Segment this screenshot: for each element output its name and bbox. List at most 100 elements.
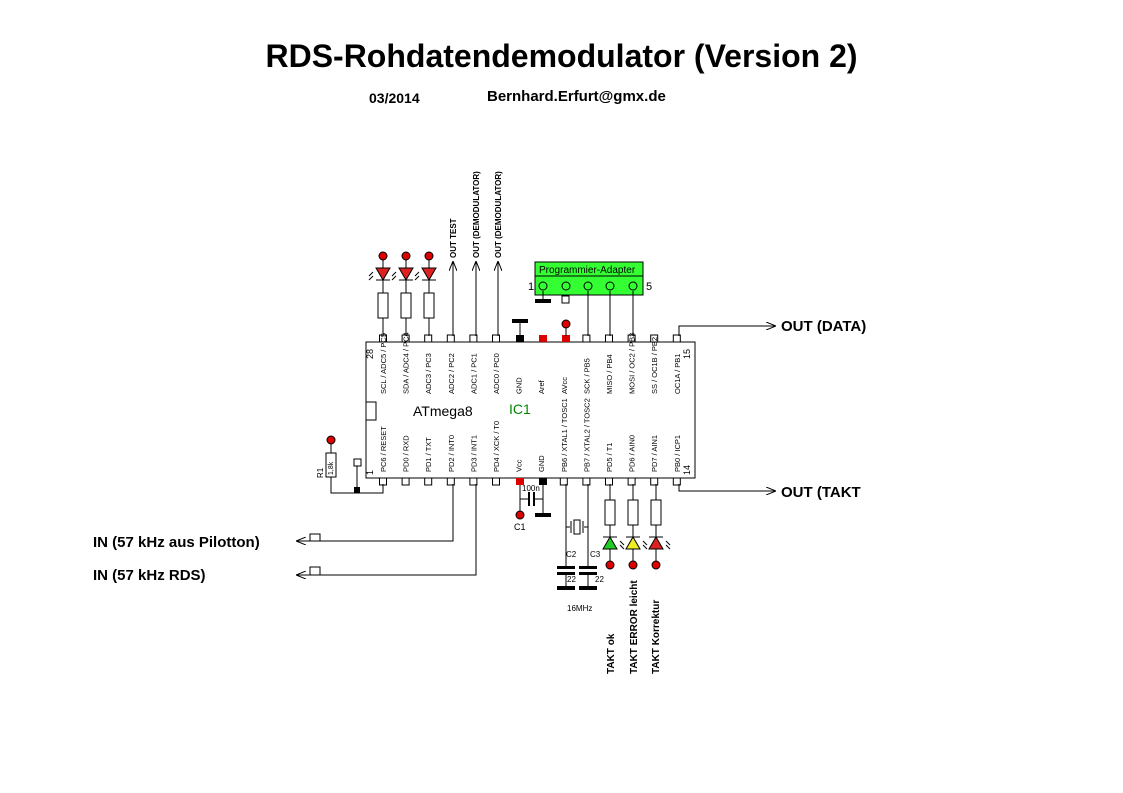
programmer-pins: [538, 281, 638, 291]
top-pin-label: MISO / PB4: [605, 354, 614, 394]
programmer-pin-circle: [605, 281, 615, 291]
led-ray: [391, 271, 397, 277]
reset-junction: [354, 487, 360, 493]
bottom-pin-square: [672, 477, 681, 486]
led-resistor: [423, 292, 435, 319]
bottom-pin-label: PD3 / INT1: [469, 435, 478, 472]
ic-notch: [365, 401, 377, 421]
programmer-pin-5: 5: [646, 281, 652, 293]
led-power-dot: [651, 560, 661, 570]
led-ray: [619, 544, 625, 550]
bottom-pin-square: [582, 477, 591, 486]
signal-out-demod-2: OUT (DEMODULATOR): [494, 171, 503, 258]
c2-label: C2: [566, 550, 577, 559]
c2-gnd-symbol: [557, 586, 575, 590]
top-pin-label: GND: [515, 377, 524, 394]
page-title: RDS-Rohdatendemodulator (Version 2): [265, 38, 858, 74]
top-pin-label: MOSI / OC2 / PB3: [628, 333, 637, 394]
led-label-takt-korrektur: TAKT Korrektur: [651, 600, 662, 674]
led-ray: [665, 540, 671, 546]
prog-vcc-square: [561, 295, 570, 304]
c3-label: C3: [590, 550, 601, 559]
led-power-dot: [424, 251, 434, 261]
led-power-dot: [378, 251, 388, 261]
r1-value: 1,8k: [328, 461, 335, 475]
bottom-pin-square: [559, 477, 568, 486]
bottom-pin-square: [401, 477, 410, 486]
in-rds-wire: [297, 484, 477, 575]
top-pin-label: SCK / PB5: [582, 358, 591, 394]
aref-pin-marker: [539, 335, 547, 342]
bottom-pin-label: Vcc: [515, 459, 524, 472]
led-label-takt-error: TAKT ERROR leicht: [629, 580, 640, 674]
chip-name: ATmega8: [413, 403, 473, 419]
led-power-dot: [605, 560, 615, 570]
c1-label: C1: [514, 522, 526, 532]
led-symbol: [625, 536, 641, 550]
vcc-power-dot: [515, 510, 525, 520]
led-ray: [665, 544, 671, 550]
c3-value: 22: [595, 575, 604, 584]
bottom-pin-label: PD4 / XCK / T0: [492, 421, 501, 472]
led-ray: [414, 275, 420, 281]
gnd-top-symbol: [512, 319, 528, 323]
led-resistor: [377, 292, 389, 319]
bottom-pin-square: [469, 477, 478, 486]
c3-gnd-symbol: [579, 586, 597, 590]
top-pin-square: [492, 334, 500, 343]
pin-number-15: 15: [682, 349, 692, 359]
xtal1-wire: [565, 484, 570, 528]
pin-number-28: 28: [365, 349, 375, 359]
xtal2-wire: [584, 484, 589, 528]
led-ray: [642, 540, 648, 546]
bottom-pin-label: PB0 / ICP1: [673, 435, 682, 472]
c3-plate-bottom: [579, 572, 597, 575]
gnd-bottom-pin-marker: [539, 478, 547, 485]
led-symbol: [421, 267, 437, 281]
top-pin-label: ADC0 / PC0: [492, 353, 501, 394]
bottom-pin-square: [446, 477, 455, 486]
c3-plate-top: [579, 566, 597, 569]
out-data-arrow: [678, 326, 775, 336]
bottom-pin-label: PD6 / AIN0: [628, 435, 637, 472]
pilot-pulse-icon: [304, 533, 326, 542]
led-power-dot: [628, 560, 638, 570]
programmer-pin-1: 1: [528, 281, 534, 293]
c2-plate-bottom: [557, 572, 575, 575]
led-resistor: [650, 499, 662, 526]
crystal-body: [573, 519, 581, 535]
led-ray: [642, 544, 648, 550]
status-leds-top: [368, 251, 437, 336]
bottom-pin-square: [492, 477, 500, 486]
programmer-pin-circle: [538, 281, 548, 291]
bottom-pin-label: PB6 / XTAL1 / TOSC1: [560, 398, 569, 472]
c2-value: 22: [567, 575, 576, 584]
top-pin-label: AVcc: [560, 377, 569, 394]
programmer-pin-circle: [561, 281, 571, 291]
bottom-pin-square: [650, 477, 659, 486]
top-pin-square: [424, 334, 433, 343]
led-label-takt-ok: TAKT ok: [606, 633, 617, 674]
avcc-pin-marker: [562, 335, 570, 342]
top-pin-label: SS / OC1B / PB2: [650, 337, 659, 394]
bottom-pin-label: PB7 / XTAL2 / TOSC2: [582, 398, 591, 472]
led-ray: [414, 271, 420, 277]
reset-power-dot: [326, 435, 336, 445]
status-leds-bottom: [602, 484, 671, 570]
top-pin-square: [582, 334, 591, 343]
vcc-pin-marker: [516, 478, 524, 485]
top-pin-label: SDA / ADC4 / PC4: [402, 332, 411, 394]
rds-pulse-icon: [304, 566, 326, 576]
bottom-pin-label: PD5 / T1: [605, 443, 614, 472]
top-pin-label: ADC1 / PC1: [469, 353, 478, 394]
bottom-pin-label: PD1 / TXT: [424, 437, 433, 472]
programmer-label: Programmier-Adapter: [539, 265, 636, 276]
bottom-pin-square: [605, 477, 613, 486]
led-power-dot: [401, 251, 411, 261]
led-ray: [619, 540, 625, 546]
bottom-pin-square: [627, 477, 636, 486]
top-pin-square: [672, 334, 681, 343]
out-takt-label: OUT (TAKT: [781, 484, 861, 501]
